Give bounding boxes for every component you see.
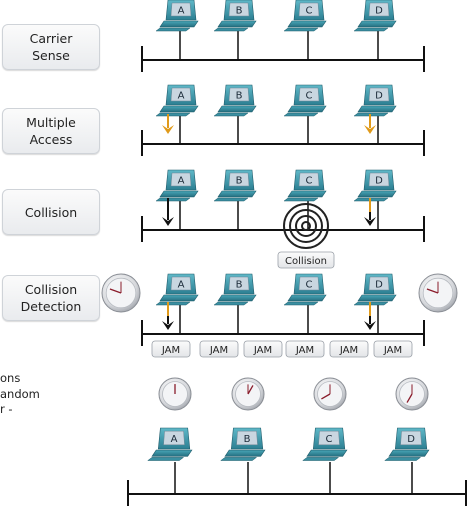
computer-d-icon: D [353,169,397,202]
jam-signal-box: JAM [151,340,191,358]
computer-d-icon: D [353,84,397,117]
jam-label: JAM [209,345,228,356]
network-bus-stage-4 [141,305,425,346]
computer-a-letter: A [178,280,185,291]
computer-a-icon: A [147,427,193,461]
computer-b-letter: B [236,91,243,102]
computer-a-letter: A [178,91,185,102]
collision-rings-icon [283,203,329,249]
jam-label: JAM [253,345,272,356]
backoff-clock-b [231,377,265,411]
jam-label: JAM [383,345,402,356]
network-bus-stage-2 [141,116,425,156]
computer-b-icon: B [213,0,257,32]
computer-c-icon: C [283,84,327,117]
stage-label-carrier-sense: Carrier Sense [2,24,100,70]
computer-d-letter: D [407,434,415,445]
jam-label: JAM [339,345,358,356]
computer-b-letter: B [236,6,243,17]
jam-label: JAM [295,345,314,356]
computer-a-icon: A [155,84,199,117]
jam-signal-box: JAM [373,340,413,358]
network-bus-stage-5 [127,462,467,506]
transmit-arrow-d [364,114,376,134]
computer-c-letter: C [306,91,313,102]
computer-b-letter: B [236,280,243,291]
computer-a-letter: A [178,6,185,17]
jam-signal-box: JAM [199,340,239,358]
computer-a-letter: A [178,176,185,187]
computer-c-letter: C [306,6,313,17]
jam-signal-box: JAM [243,340,283,358]
computer-a-letter: A [171,434,178,445]
stage-label-multiple-access: Multiple Access [2,108,100,154]
network-bus-stage-3 [141,201,425,242]
computer-b-letter: B [244,434,251,445]
computer-c-letter: C [326,434,333,445]
computer-b-icon: B [213,84,257,117]
computer-b-letter: B [236,176,243,187]
computer-d-letter: D [375,176,383,187]
computer-b-icon: B [213,273,257,306]
jam-label: JAM [161,345,180,356]
computer-b-icon: B [213,169,257,202]
signal-arrow-a [162,198,174,226]
computer-d-letter: D [375,91,383,102]
computer-d-letter: D [375,6,383,17]
computer-c-letter: C [306,280,313,291]
transmit-arrow-a [162,114,174,134]
computer-b-icon: B [220,427,266,461]
jam-signal-box: JAM [285,340,325,358]
backoff-description-text: ons andom r - [0,371,40,416]
computer-a-icon: A [155,0,199,32]
backoff-clock-a [158,377,192,411]
computer-d-icon: D [353,0,397,32]
backoff-clock-c [313,377,347,411]
computer-c-icon: C [283,0,327,32]
clock-icon-right [418,273,458,313]
collision-label-box: Collision [277,251,335,269]
computer-c-icon: C [283,169,327,202]
clock-icon-left [101,273,141,313]
backoff-clock-d [395,377,429,411]
computer-a-icon: A [155,169,199,202]
stage-label-collision: Collision [2,189,100,235]
computer-a-icon: A [155,273,199,306]
stage-label-collision-detection: Collision Detection [2,275,100,321]
computer-c-icon: C [302,427,348,461]
computer-d-letter: D [375,280,383,291]
computer-c-letter: C [306,176,313,187]
jam-signal-box: JAM [329,340,369,358]
network-bus-stage-1 [141,31,425,72]
computer-c-icon: C [283,273,327,306]
computer-d-icon: D [353,273,397,306]
computer-d-icon: D [384,427,430,461]
collision-label-text: Collision [285,256,327,267]
